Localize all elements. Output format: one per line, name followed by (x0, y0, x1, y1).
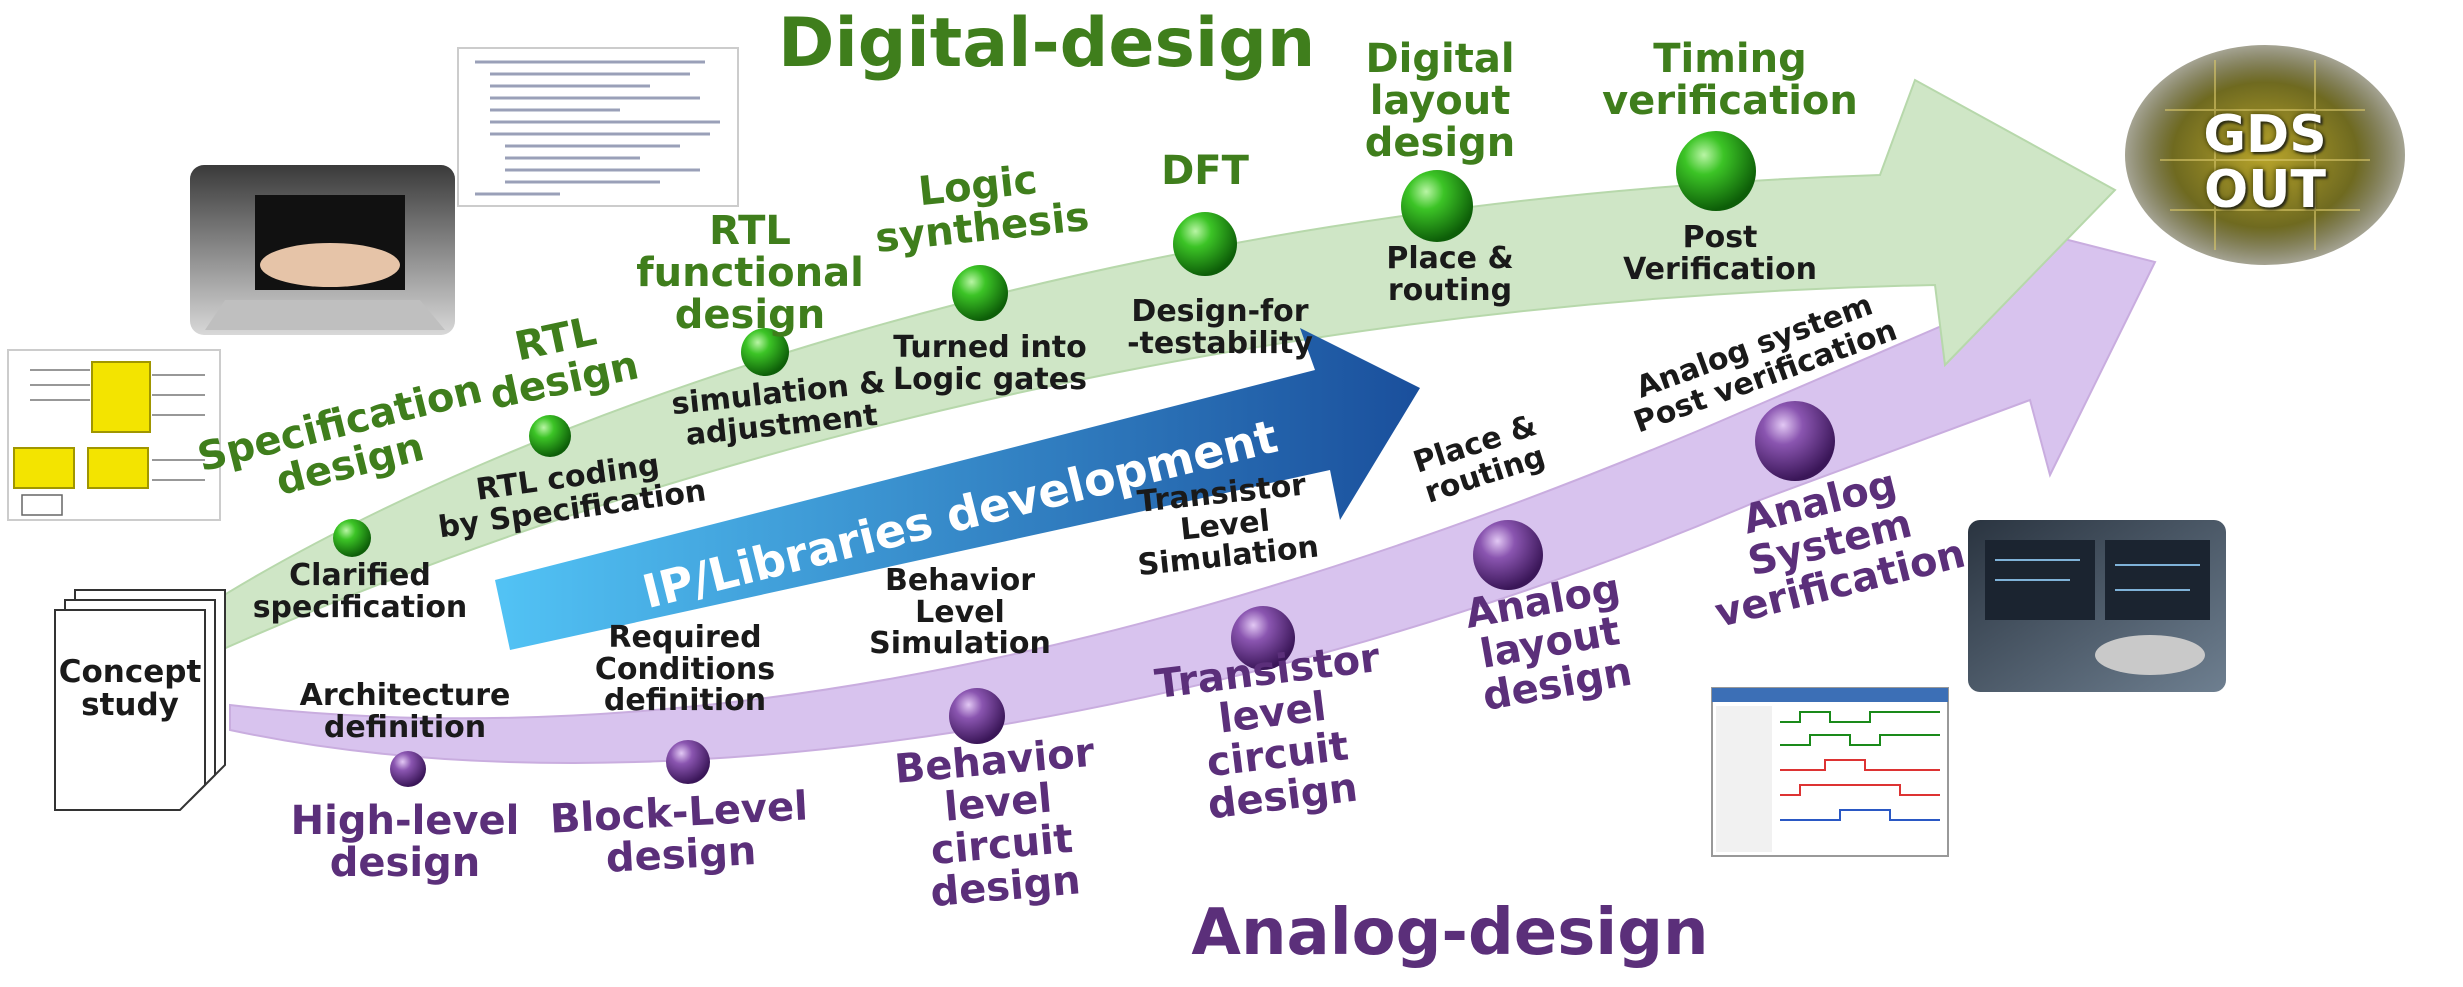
engineer-monitor-photo (1968, 520, 2226, 692)
waveform-simulator-screenshot (1711, 687, 1949, 857)
step-title-timing-verification: Timing verification (1602, 36, 1858, 124)
ip-libraries-arrow (495, 328, 1420, 650)
analog-milestone-dot-6 (1755, 401, 1835, 481)
step-desc-architecture-definition: Architecture definition (299, 678, 511, 745)
step-desc-transistor-level-simulation: Transistor Level Simulation (1135, 467, 1321, 584)
gds-out-label: GDS OUT (2203, 105, 2327, 220)
code-editor-screenshot (457, 47, 739, 207)
block-diagram-image (7, 349, 221, 521)
laptop-typing-photo (190, 165, 455, 335)
step-title-high-level-design: High-level design (290, 798, 520, 886)
digital-milestone-dot-4 (952, 265, 1008, 321)
chip-texture (2160, 60, 2370, 250)
step-desc-place-routing: Place & routing (1386, 241, 1514, 308)
step-desc-logic-gates: Turned into Logic gates (893, 330, 1087, 397)
step-desc-post-verification: Post Verification (1623, 220, 1817, 287)
analog-milestone-dot-3 (949, 688, 1005, 744)
analog-milestone-dot-2 (666, 740, 710, 784)
concept-study-label: Concept study (58, 654, 202, 723)
step-desc-required-conditions: Required Conditions definition (594, 620, 776, 718)
digital-milestone-dot-1 (333, 519, 371, 557)
step-title-transistor-level-circuit-design: Transistor level circuit design (1152, 634, 1383, 829)
step-title-digital-layout-design: Digital layout design (1364, 36, 1516, 166)
digital-flow-arrow (198, 78, 2117, 657)
step-title-behavior-level-circuit-design: Behavior level circuit design (892, 729, 1097, 917)
step-title-rtl-functional-design: RTL functional design (636, 208, 864, 338)
digital-milestone-dot-6 (1401, 170, 1473, 242)
step-desc-clarified-specification: Clarified specification (252, 558, 468, 625)
digital-milestone-dot-5 (1173, 212, 1237, 276)
step-desc-design-for-testability: Design-for -testability (1127, 294, 1313, 361)
step-title-block-level-design: Block-Level design (548, 783, 809, 882)
digital-milestone-dot-2 (529, 415, 571, 457)
step-title-dft: DFT (1161, 148, 1249, 194)
analog-milestone-dot-4 (1231, 606, 1295, 670)
digital-design-title: Digital-design (778, 4, 1316, 83)
analog-milestone-dot-1 (390, 751, 426, 787)
analog-design-title: Analog-design (1191, 896, 1709, 970)
step-desc-behavior-level-simulation: Behavior Level Simulation (869, 563, 1051, 661)
analog-milestone-dot-5 (1473, 520, 1543, 590)
digital-milestone-dot-3 (741, 328, 789, 376)
document-stack-icon (54, 589, 226, 811)
digital-milestone-dot-7 (1676, 131, 1756, 211)
